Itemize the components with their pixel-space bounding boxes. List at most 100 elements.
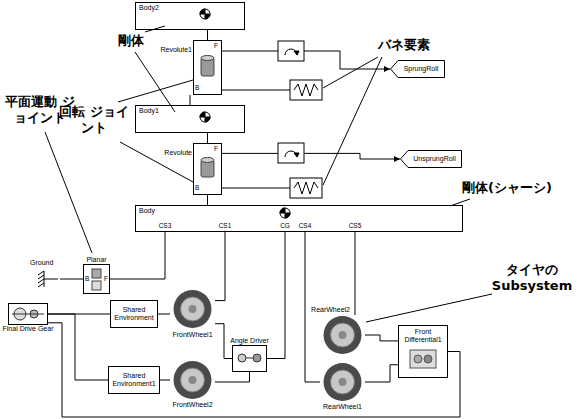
body-symbol	[200, 112, 210, 122]
tire-symbol	[181, 368, 205, 392]
differential-symbol	[410, 350, 436, 368]
block-label: Body1	[139, 107, 159, 115]
spring-element	[290, 178, 322, 198]
sensor-symbol	[294, 51, 299, 55]
differential-symbol	[410, 350, 436, 368]
leader-line	[45, 26, 492, 322]
sensor-symbol	[294, 153, 299, 157]
block-label: Revolute	[164, 149, 192, 157]
joint-symbol	[201, 158, 214, 163]
gear-symbol	[12, 308, 44, 320]
connection-line	[215, 324, 232, 359]
port-label: B	[195, 184, 199, 191]
connection-line	[110, 232, 165, 279]
driver-block: Angle Driver	[232, 345, 267, 372]
tire-symbol	[174, 361, 212, 399]
ground-symbol	[38, 279, 44, 283]
tire-symbol	[174, 290, 212, 328]
block-label: Shared Environment1	[111, 372, 157, 388]
environment-block: Shared Environment	[110, 300, 158, 328]
connection-line	[207, 195, 208, 205]
ground-block: Ground	[30, 268, 60, 290]
spring-element	[290, 80, 322, 100]
ground-symbol	[38, 275, 44, 279]
output-tag: UnsprungRoll	[400, 150, 462, 168]
tire-symbol	[189, 376, 197, 384]
tire-symbol	[324, 363, 362, 401]
spring-element	[222, 188, 290, 189]
connection-line	[207, 30, 208, 40]
connection-line	[160, 380, 170, 381]
gear-symbol	[12, 314, 44, 315]
block-label: Revolute1	[160, 46, 192, 54]
spring-element	[294, 182, 318, 194]
block-label: FrontWheel1	[172, 331, 212, 339]
joint-symbol	[92, 56, 214, 291]
connection-line	[60, 279, 83, 280]
tire-symbol	[331, 370, 355, 394]
block-label: Angle Driver	[230, 337, 269, 345]
rigid-body-block: Body2	[135, 2, 245, 30]
connection-line	[222, 51, 390, 69]
port-label: CG	[280, 222, 290, 229]
environment-block: Shared Environment1	[108, 366, 160, 394]
callout-label: 剛体(シャーシ)	[462, 180, 552, 196]
leader-line	[323, 57, 382, 185]
connection-line	[365, 365, 398, 382]
ground-symbol	[38, 283, 44, 287]
spring-element	[222, 80, 322, 198]
body-symbol	[280, 208, 290, 218]
port-label: CS1	[219, 222, 232, 229]
block-label: Planar	[86, 256, 106, 264]
connection-line	[222, 153, 400, 159]
tire-symbol	[339, 331, 347, 339]
block-label: RearWheel2	[311, 306, 350, 314]
tire-subsystem: FrontWheel1	[170, 288, 215, 330]
callout-label: タイヤの Subsystem	[488, 262, 576, 295]
leader-line	[366, 294, 492, 322]
spring-element	[294, 84, 318, 96]
rigid-body-block: Body1	[135, 105, 245, 133]
ground-symbol	[38, 271, 44, 275]
leader-line	[135, 52, 175, 112]
gear-block: Final Drive Gear	[8, 303, 48, 325]
connection-line	[158, 314, 170, 315]
leader-line	[145, 26, 165, 32]
tire-symbol	[324, 316, 362, 354]
block-label: SprungRoll	[404, 65, 439, 73]
port-label: F	[214, 145, 218, 152]
body-symbol	[200, 9, 210, 19]
port-label: B	[195, 84, 199, 91]
driver-symbol	[238, 354, 246, 362]
block-label: UnsprungRoll	[413, 155, 455, 163]
connection-line	[190, 95, 191, 105]
body-symbol	[280, 208, 285, 213]
port-label: CS3	[159, 222, 172, 229]
leader-line	[45, 132, 92, 253]
differential-symbol	[414, 355, 422, 363]
sensor-symbol	[278, 41, 304, 163]
connection-line	[48, 314, 108, 380]
callout-label: バネ要素	[378, 37, 430, 53]
connection-line	[355, 232, 356, 315]
port-label: CS4	[299, 222, 312, 229]
body-symbol	[205, 14, 210, 19]
block-label: Shared Environment	[113, 306, 155, 322]
block-label: Front Differential1	[401, 328, 445, 344]
tire-symbol	[324, 316, 362, 354]
body-symbol	[200, 112, 210, 122]
tag-outline	[401, 151, 462, 168]
connection-line	[207, 133, 208, 143]
tag-outline	[391, 61, 445, 78]
block-label: RearWheel1	[323, 403, 362, 411]
tire-symbol	[189, 305, 197, 313]
body-symbol	[200, 9, 205, 14]
block-label: FrontWheel2	[172, 401, 212, 409]
port-label: F	[214, 42, 218, 49]
block-label: Body2	[139, 4, 159, 12]
block-label: Final Drive Gear	[3, 325, 54, 333]
body-symbol	[200, 9, 210, 19]
connection-line	[215, 372, 250, 382]
